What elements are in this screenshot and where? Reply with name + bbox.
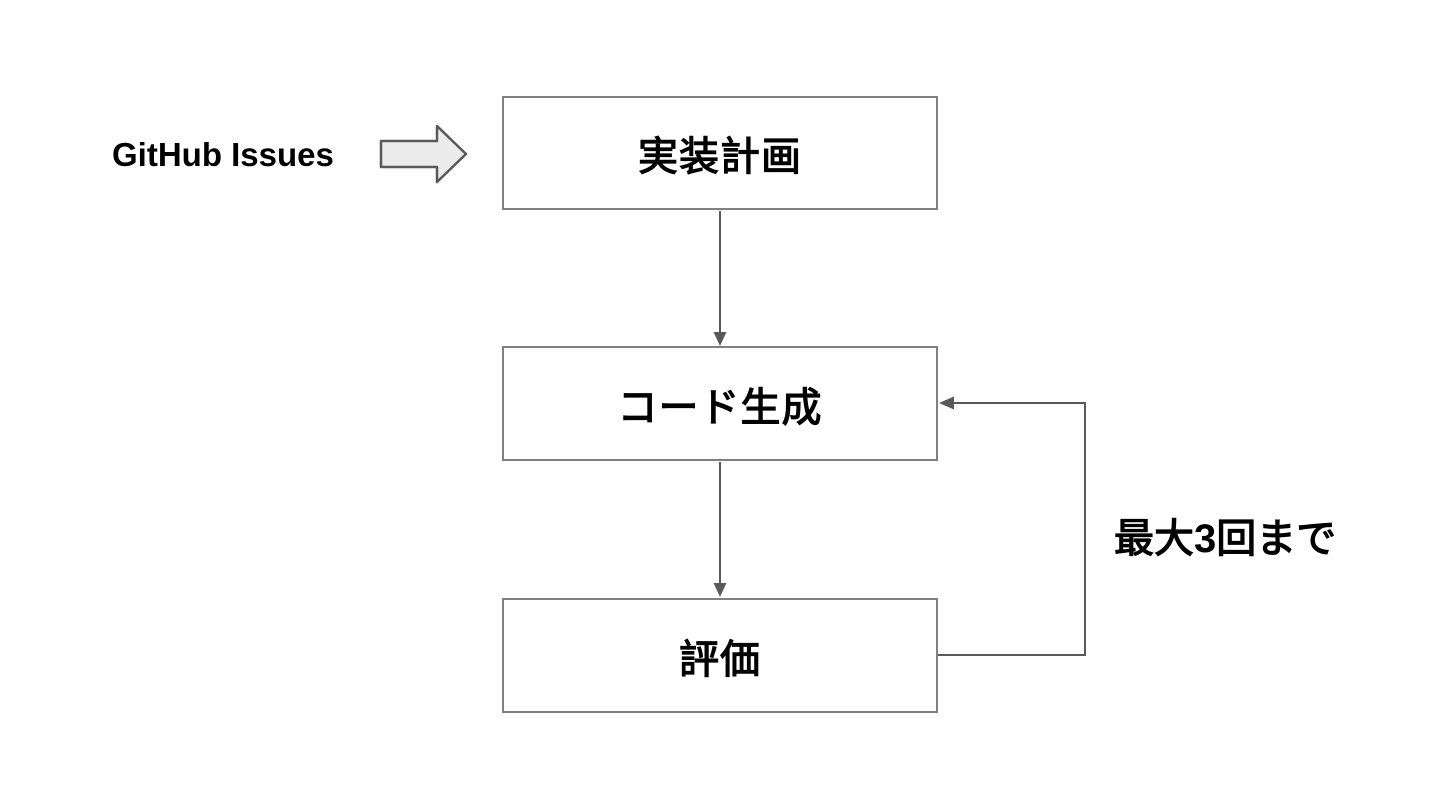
arrowhead-down-icon <box>713 332 727 346</box>
node-label: 実装計画 <box>638 135 802 179</box>
input-source-label: GitHub Issues <box>112 136 334 173</box>
node-label: コード生成 <box>617 385 823 430</box>
loop-limit-label: 最大3回まで <box>1114 517 1337 561</box>
node-implementation-plan: 実装計画 <box>502 96 938 210</box>
block-arrow-right-icon <box>379 124 468 184</box>
arrowhead-down-icon <box>713 583 727 597</box>
node-evaluation: 評価 <box>502 598 938 713</box>
arrowhead-left-icon <box>939 396 954 410</box>
node-code-generation: コード生成 <box>502 346 938 461</box>
node-label: 評価 <box>679 637 761 682</box>
connector-loop-eval-to-codegen <box>938 402 1086 656</box>
